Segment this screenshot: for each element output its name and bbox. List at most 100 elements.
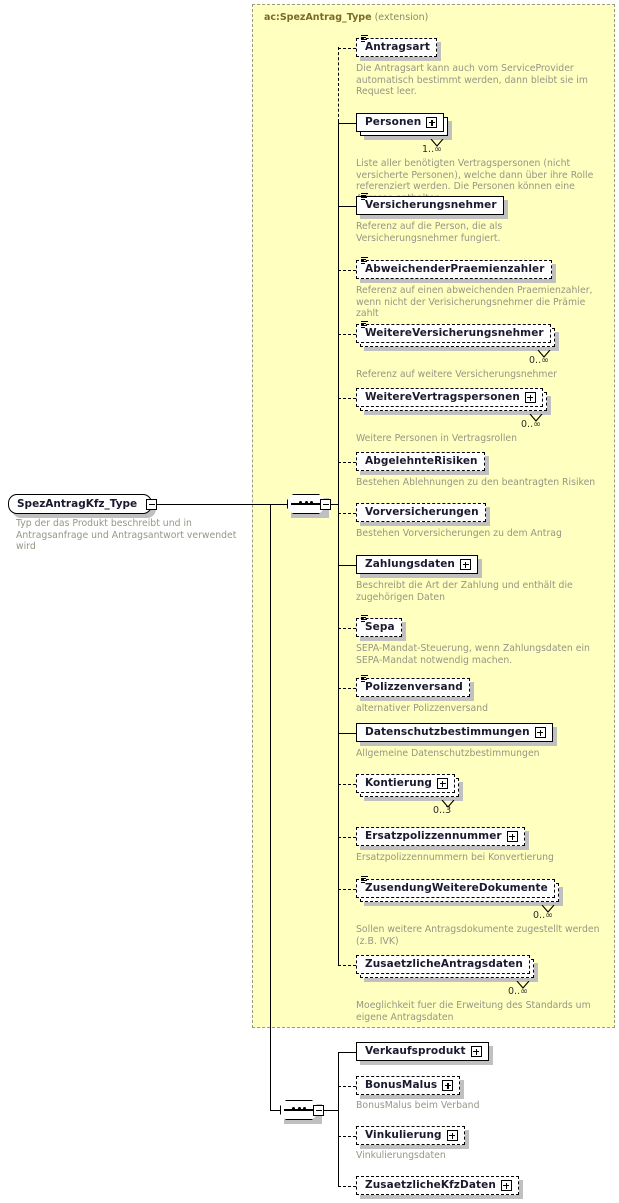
schema-element-weitereversicherungsnehmer[interactable]: WeitereVersicherungsnehmer [356,321,551,343]
connector-abweichenderpraemienzahler [338,270,356,271]
annotation-antragsart: Die Antragsart kann auch vom ServiceProv… [356,63,588,98]
annotation-zusendungweiteredokumente: Sollen weitere Antragsdokumente zugestel… [356,924,600,947]
connector-sequence-local-to-spine [324,1110,338,1111]
root-annotation: Typ der das Produkt beschreibt und in An… [16,518,237,553]
schema-element-ersatzpolizzennummer[interactable]: Ersatzpolizzennummer [356,827,525,846]
repeat-chevron-icon [541,899,557,918]
schema-element-label: Ersatzpolizzennummer [365,830,502,843]
connector-kontierung [338,784,356,785]
schema-element-label: Zahlungsdaten [365,558,456,571]
schema-element-label: ZusaetzlicheAntragsdaten [365,958,523,971]
annotation-zusaetzlicheantragsdaten: Moeglichkeit fuer die Erweitung des Stan… [356,1000,591,1023]
cardinality-zusaetzlicheantragsdaten: 0..∞ [508,986,528,997]
attribute-lines-icon [361,675,368,682]
connector-ersatzpolizzennummer [338,837,356,838]
connector-personen [338,123,356,124]
sequence-dot [310,501,314,505]
expand-plus-icon[interactable] [470,1046,482,1057]
root-collapse-minus-icon[interactable] [146,498,157,510]
attribute-lines-icon [361,615,368,622]
schema-element-label: AbweichenderPraemienzahler [365,263,545,276]
sequence-collapse-minus-icon[interactable] [320,498,331,510]
schema-element-polizzenversand[interactable]: Polizzenversand [356,675,470,697]
expand-plus-icon[interactable] [524,392,536,403]
cardinality-kontierung: 0..3 [433,805,452,816]
extension-qualifier: (extension) [374,12,429,23]
schema-element-verkaufsprodukt[interactable]: Verkaufsprodukt [356,1042,489,1061]
connector-bonusmalus [338,1086,356,1087]
sequence-dot [303,1107,307,1111]
connector-versicherungsnehmer [338,206,356,207]
expand-plus-icon[interactable] [426,117,438,128]
expand-plus-icon[interactable] [442,1080,454,1091]
connector-zusaetzlicheantragsdaten [338,965,356,966]
connector-sepa [338,628,356,629]
connector-zahlungsdaten [338,565,356,566]
schema-element-personen[interactable]: Personen [356,113,444,132]
schema-element-label: Verkaufsprodukt [365,1045,466,1058]
connector-root-to-sequence [157,504,287,505]
schema-element-sepa[interactable]: Sepa [356,615,402,637]
schema-element-abweichenderpraemienzahler[interactable]: AbweichenderPraemienzahler [356,257,552,279]
schema-element-zusaetzlicheantragsdaten[interactable]: ZusaetzlicheAntragsdaten [356,955,530,974]
schema-element-label: Datenschutzbestimmungen [365,726,530,739]
schema-element-label: Vinkulierung [365,1129,442,1142]
annotation-abweichenderpraemienzahler: Referenz auf einen abweichenden Praemien… [356,285,593,320]
schema-element-abgelehnterisiken[interactable]: AbgelehnteRisiken [356,452,485,471]
extension-type-name: ac:SpezAntrag_Type [264,12,372,23]
attribute-lines-icon [361,35,368,42]
schema-element-vorversicherungen[interactable]: Vorversicherungen [356,503,486,522]
expand-plus-icon[interactable] [460,559,472,570]
sequence-dot [304,501,308,505]
cardinality-personen: 1..∞ [422,144,442,155]
annotation-vinkulierung: Vinkulierungsdaten [356,1150,446,1161]
schema-element-zusaetzlichekfzdaten[interactable]: ZusaetzlicheKfzDaten [356,1176,519,1195]
connector-datenschutzbestimmungen [338,733,356,734]
schema-element-bonusmalus[interactable]: BonusMalus [356,1076,460,1095]
schema-element-label: WeitereVertragspersonen [365,391,520,404]
annotation-polizzenversand: alternativer Polizzenversand [356,703,488,714]
repeat-chevron-icon [516,975,532,994]
schema-element-label: Vorversicherungen [365,506,479,519]
root-type-label: SpezAntragKfz_Type [17,498,138,510]
schema-element-datenschutzbestimmungen[interactable]: Datenschutzbestimmungen [356,723,553,742]
connector-zusendungweiteredokumente [338,889,356,890]
sequence-collapse-minus-icon[interactable] [313,1104,324,1116]
schema-element-zahlungsdaten[interactable]: Zahlungsdaten [356,555,478,574]
connector-spine-solid [338,122,339,965]
repeat-chevron-icon [430,133,446,152]
connector-spine-dashed [338,47,339,122]
connector-verkaufsprodukt [338,1052,356,1053]
schema-element-label: Polizzenversand [365,681,463,694]
annotation-sepa: SEPA-Mandat-Steuerung, wenn Zahlungsdate… [356,643,590,666]
expand-plus-icon[interactable] [506,831,518,842]
annotation-ersatzpolizzennummer: Ersatzpolizzennummern bei Konvertierung [356,852,554,863]
expand-plus-icon[interactable] [437,778,449,789]
connector-sequence-to-spine [331,504,338,505]
annotation-abgelehnterisiken: Bestehen Ablehnungen zu den beantragten … [356,477,596,488]
root-type-node[interactable]: SpezAntragKfz_Type [8,494,152,514]
schema-element-weiterevertragspersonen[interactable]: WeitereVertragspersonen [356,388,543,407]
schema-element-label: Sepa [365,621,395,634]
schema-element-kontierung[interactable]: Kontierung [356,774,455,793]
attribute-lines-icon [361,193,368,200]
expand-plus-icon[interactable] [534,727,546,738]
sequence-dot [297,1107,301,1111]
schema-element-vinkulierung[interactable]: Vinkulierung [356,1126,465,1145]
expand-plus-icon[interactable] [446,1130,458,1141]
sequence-dot [292,1107,296,1111]
schema-element-versicherungsnehmer[interactable]: Versicherungsnehmer [356,193,504,215]
expand-plus-icon[interactable] [500,1180,512,1191]
schema-element-zusendungweiteredokumente[interactable]: ZusendungWeitereDokumente [356,876,555,898]
connector-vorversicherungen [338,513,356,514]
attribute-lines-icon [361,257,368,264]
schema-element-antragsart[interactable]: Antragsart [356,35,437,57]
annotation-weitereversicherungsnehmer: Referenz auf weitere Versicherungsnehmer [356,369,557,380]
connector-weitereversicherungsnehmer [338,334,356,335]
schema-element-label: BonusMalus [365,1079,438,1092]
repeat-chevron-icon [441,794,457,813]
cardinality-weitereversicherungsnehmer: 0..∞ [529,355,549,366]
sequence-dot [299,501,303,505]
annotation-zahlungsdaten: Beschreibt die Art der Zahlung und enthä… [356,580,573,603]
